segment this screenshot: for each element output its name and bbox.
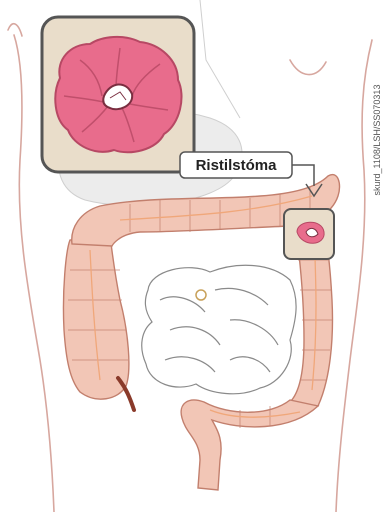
stoma-large-inset <box>42 17 194 172</box>
image-credit: skurd_1108/LSH/SS070313 <box>372 85 382 196</box>
leader-line <box>292 165 314 186</box>
stoma-small-inset <box>284 209 334 259</box>
small-intestine <box>142 265 296 394</box>
ascending-colon <box>63 236 128 399</box>
label-text: Ristilstóma <box>196 157 278 174</box>
sigmoid-colon <box>181 400 318 490</box>
